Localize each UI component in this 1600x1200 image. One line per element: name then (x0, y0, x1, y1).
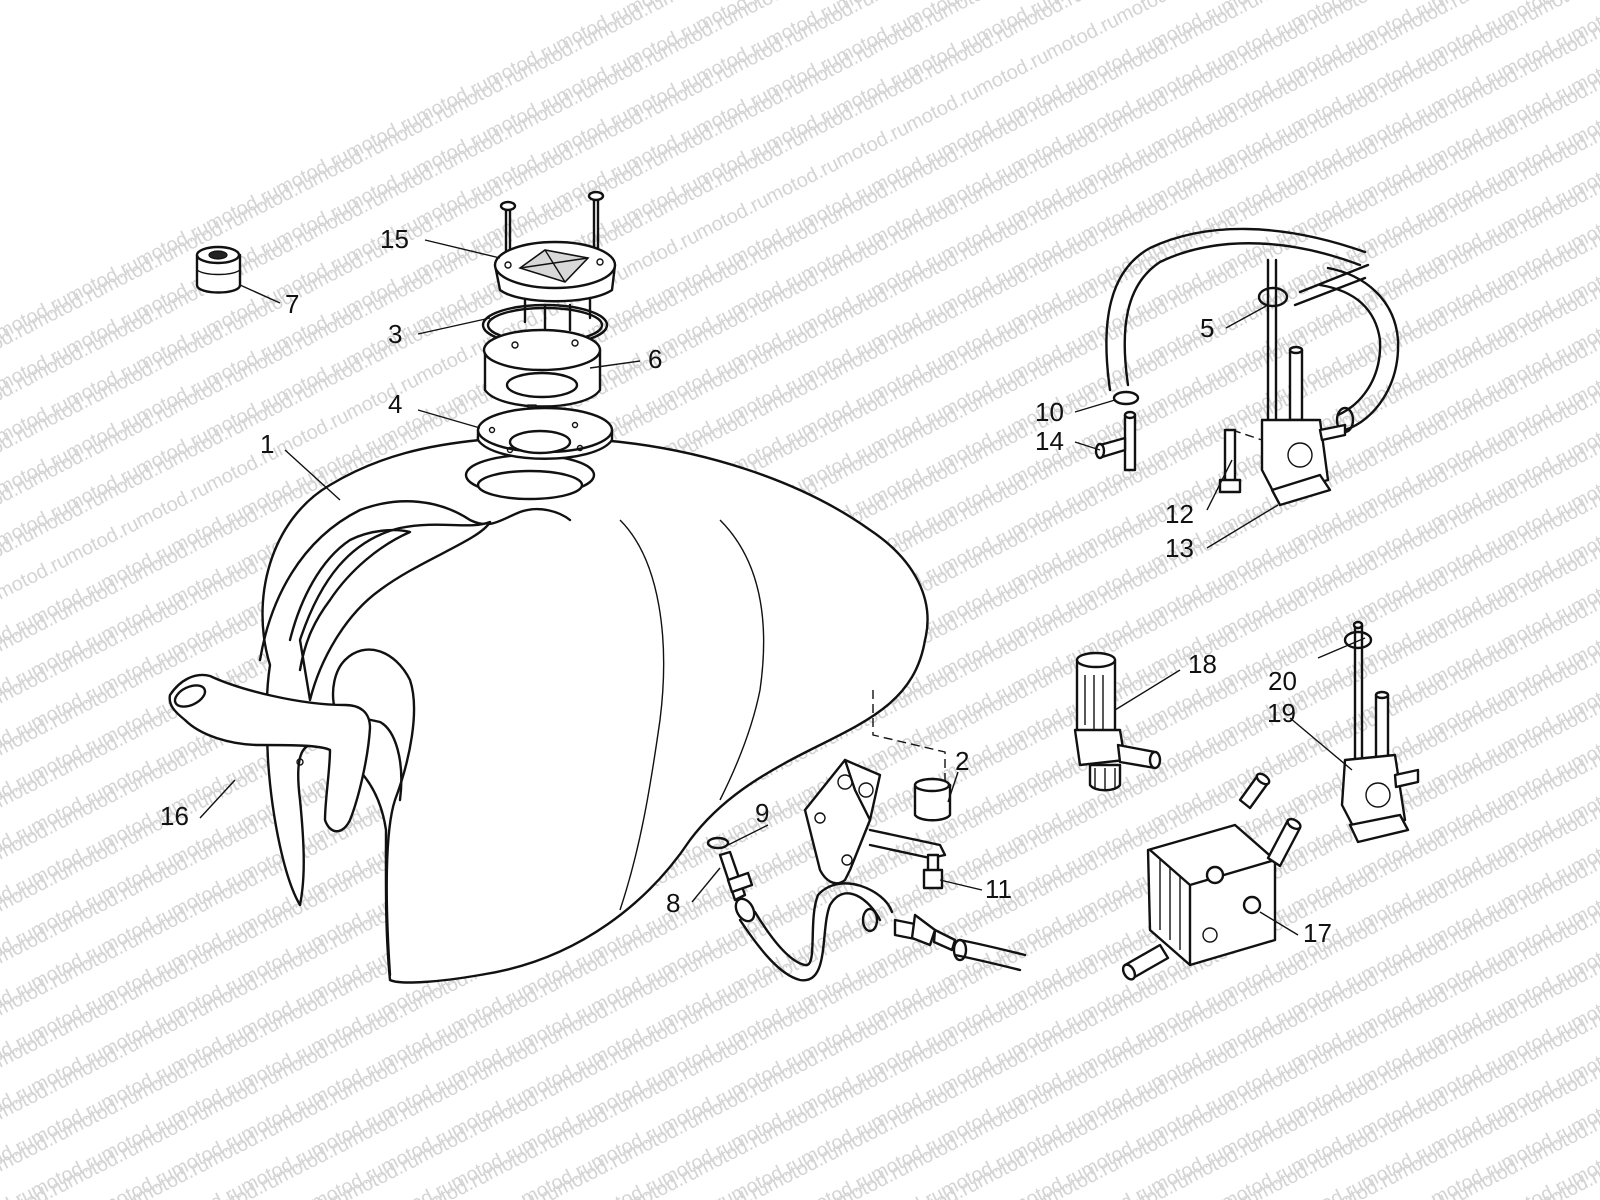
watermark-text: motod.ru (622, 1161, 702, 1200)
watermark-text: motod.ru (1532, 1161, 1600, 1200)
callout-12: 12 (1165, 499, 1194, 529)
watermark-text: motod.ru (1322, 1165, 1402, 1200)
callout-7: 7 (285, 289, 299, 319)
callout-20: 20 (1268, 666, 1297, 696)
callout-2: 2 (955, 746, 969, 776)
rubber-buffer (913, 777, 952, 822)
callout-14: 14 (1035, 426, 1064, 456)
callout-10: 10 (1035, 397, 1064, 427)
callout-19: 19 (1267, 698, 1296, 728)
callout-13: 13 (1165, 533, 1194, 563)
callout-1: 1 (260, 429, 274, 459)
callout-16: 16 (160, 801, 189, 831)
callout-15: 15 (380, 224, 409, 254)
callout-17: 17 (1303, 918, 1332, 948)
filler-neck-ring (482, 328, 602, 411)
callout-8: 8 (666, 888, 680, 918)
callout-5: 5 (1200, 313, 1214, 343)
callout-6: 6 (648, 344, 662, 374)
callout-18: 18 (1188, 649, 1217, 679)
callout-4: 4 (388, 389, 402, 419)
callout-3: 3 (388, 319, 402, 349)
screw-bolt (922, 853, 944, 890)
flange-gasket (476, 406, 614, 460)
rubber-grommet (195, 245, 242, 294)
watermark-text: motod.ru (412, 1165, 492, 1200)
callout-11: 11 (985, 874, 1012, 904)
callout-9: 9 (755, 798, 769, 828)
